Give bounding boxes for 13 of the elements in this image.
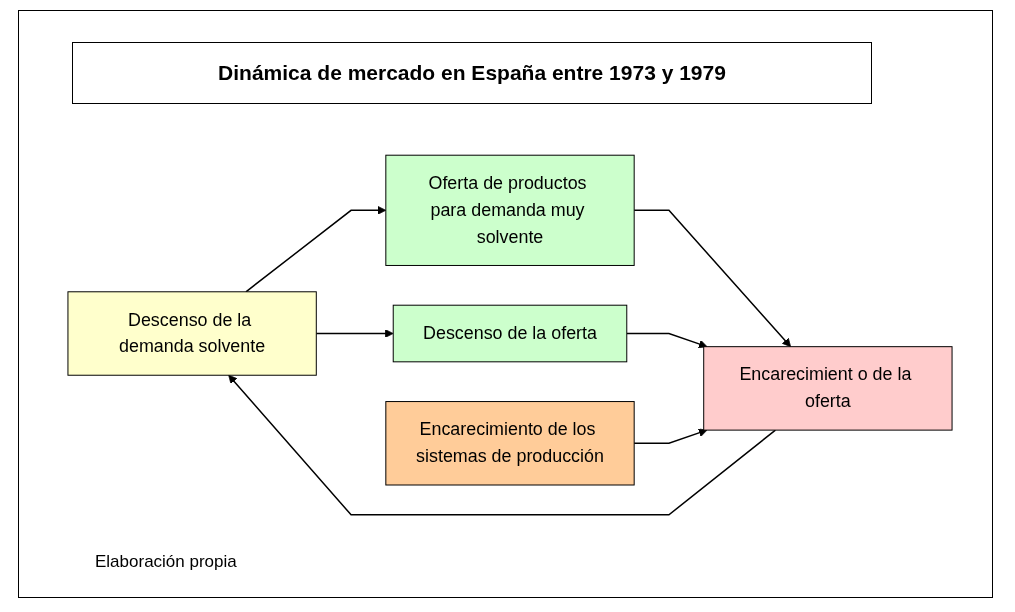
- node-box: Descenso de la oferta: [392, 304, 628, 363]
- source-note: Elaboración propia: [95, 552, 237, 572]
- node-box: Oferta de productos para demanda muy solvente: [385, 154, 635, 266]
- arrow: [633, 209, 792, 348]
- title: Dinámica de mercado en España entre 1973 y 1979: [72, 42, 872, 104]
- arrow: [315, 329, 394, 338]
- arrow: [626, 332, 708, 349]
- node-box: Encarecimient o de la oferta: [703, 346, 953, 431]
- arrow: [228, 374, 777, 516]
- arrow: [633, 428, 708, 445]
- arrow: [245, 205, 387, 293]
- node-box: Encarecimiento de los sistemas de producción: [385, 401, 635, 486]
- node-box: Descenso de la demanda solvente: [67, 291, 317, 376]
